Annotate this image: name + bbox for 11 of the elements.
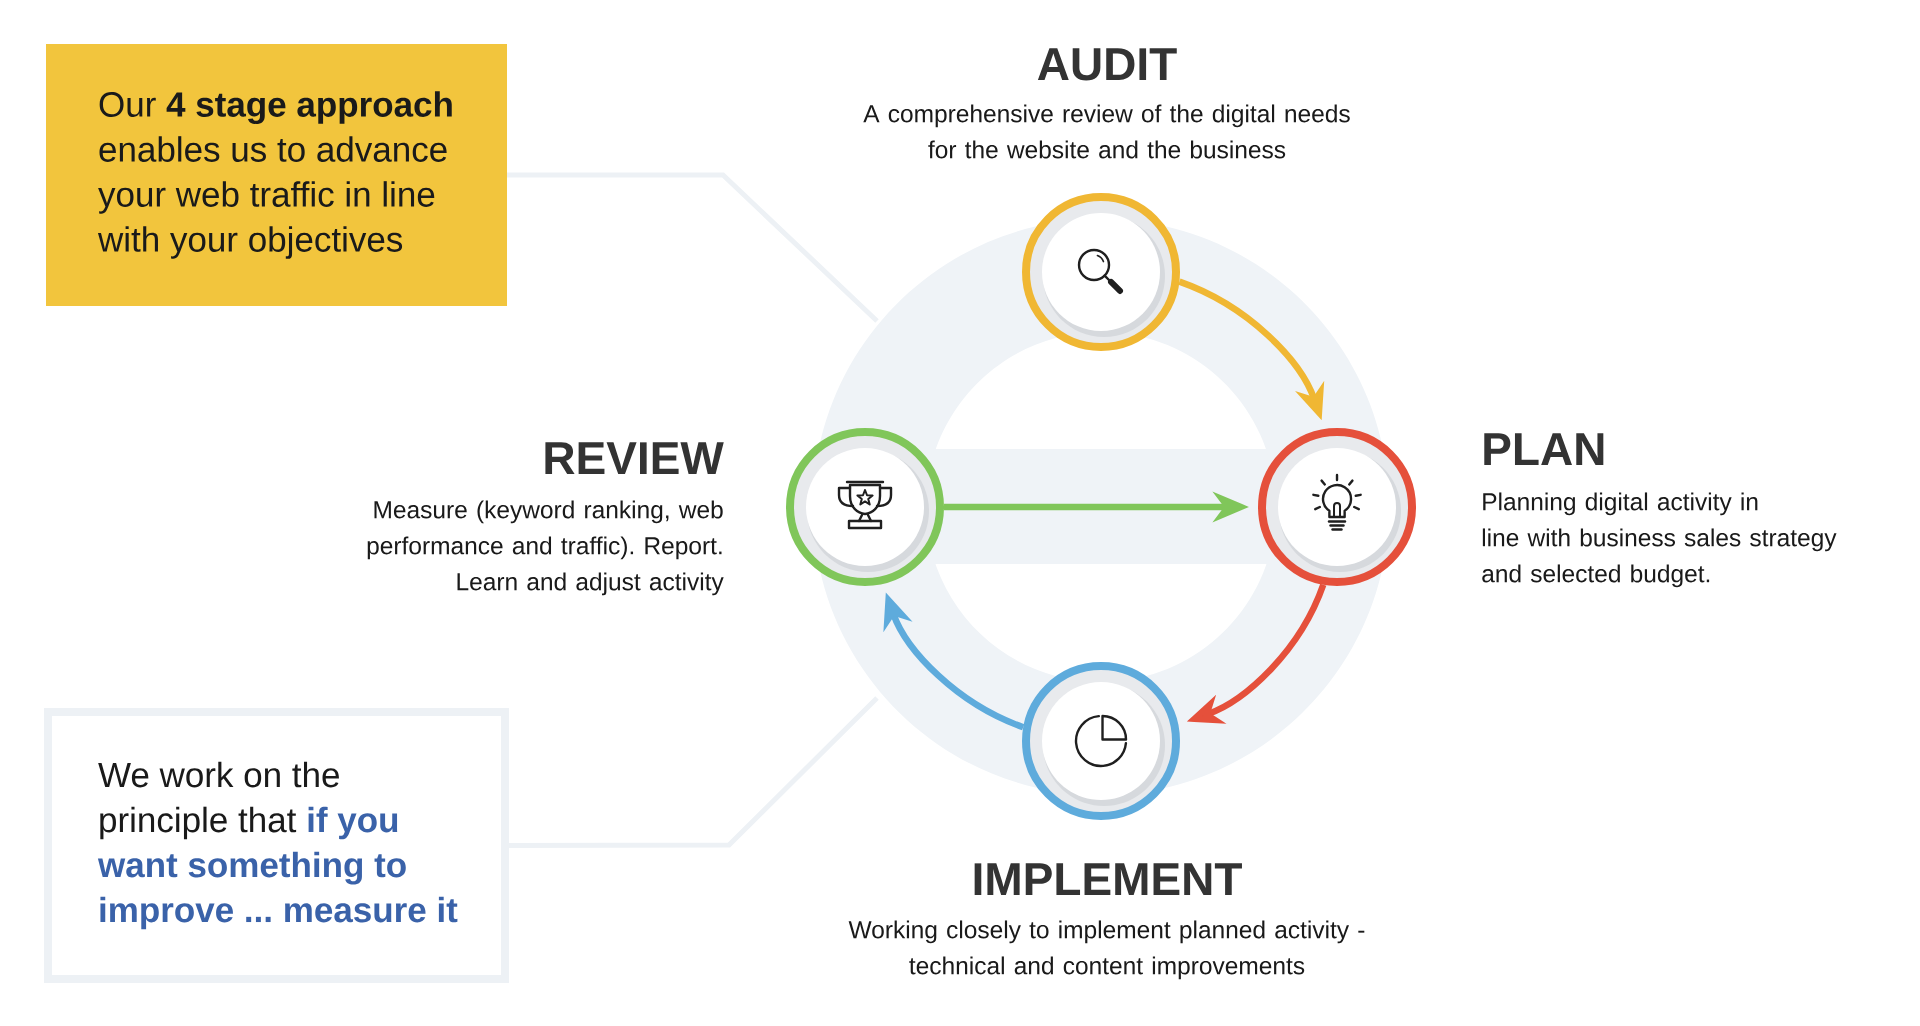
stage-heading: PLAN bbox=[1484, 433, 1604, 465]
stage-heading: AUDIT bbox=[1037, 48, 1177, 81]
callout-box: Our 4 stage approach enables us to advance your web traffic in line with your objectives bbox=[46, 44, 507, 306]
note-box: We work on the principle that if you want something to improve ... measure it bbox=[44, 708, 509, 983]
stage-heading: IMPLEMENT bbox=[974, 863, 1242, 895]
stage-description: A comprehensive review of the digital needs for the website and the business bbox=[863, 104, 1350, 159]
stage-description: Working closely to implement planned activity - technical and content improvements bbox=[848, 920, 1365, 980]
stage-heading: REVIEW bbox=[545, 442, 724, 474]
stage-description: Measure (keyword ranking, web performance and traffic). Report. Learn and adjust activity bbox=[367, 500, 724, 596]
connector-line bbox=[507, 172, 879, 323]
stage-description: Planning digital activity in line with business sales strategy and selected budget. bbox=[1482, 492, 1837, 588]
